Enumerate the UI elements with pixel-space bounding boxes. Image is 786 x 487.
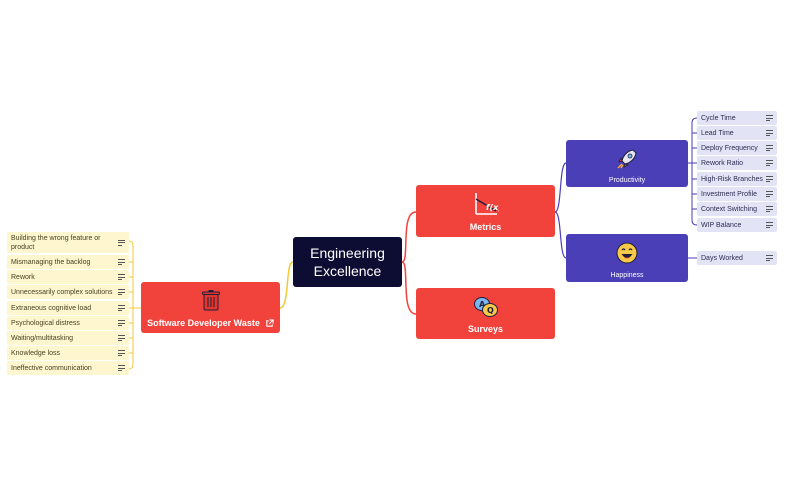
notes-icon (118, 350, 125, 356)
leaf-label: Rework (11, 273, 35, 281)
leaf-label: Building the wrong feature or product (11, 234, 101, 251)
leaf-label: Waiting/multitasking (11, 334, 73, 342)
notes-icon (766, 191, 773, 197)
metrics-label: Metrics (469, 222, 502, 232)
notes-icon (766, 255, 773, 261)
waste-label: Software Developer Waste (147, 318, 260, 328)
leaf-complex-solutions[interactable]: Unnecessarily complex solutions (7, 285, 129, 299)
speech-bubbles-icon: A Q (473, 297, 498, 317)
leaf-label: Unnecessarily complex solutions (11, 288, 113, 296)
notes-icon (118, 365, 125, 371)
link-metrics-happiness (554, 211, 567, 259)
notes-icon (118, 320, 125, 326)
notes-icon (118, 274, 125, 280)
leaf-label: Ineffective communication (11, 364, 92, 372)
chart-icon: f(x) (474, 193, 499, 215)
notes-icon (118, 335, 125, 341)
productivity-label: Productivity (608, 177, 646, 184)
link-metrics-productivity (554, 162, 567, 213)
metrics-node[interactable]: f(x) Metrics (416, 185, 555, 237)
leaf-label: High-Risk Branches (701, 175, 763, 183)
productivity-bracket (691, 117, 698, 226)
leaf-high-risk-branches[interactable]: High-Risk Branches (697, 172, 777, 186)
leaf-mismanaging-backlog[interactable]: Mismanaging the backlog (7, 255, 129, 269)
notes-icon (766, 160, 773, 166)
link-root-metrics (401, 211, 417, 263)
notes-icon (118, 305, 125, 311)
leaf-ineffective-communication[interactable]: Ineffective communication (7, 361, 129, 375)
happiness-label: Happiness (610, 272, 644, 279)
notes-icon (766, 145, 773, 151)
leaf-lead-time[interactable]: Lead Time (697, 126, 777, 140)
surveys-node[interactable]: A Q Surveys (416, 288, 555, 339)
leaf-label: Lead Time (701, 129, 734, 137)
link-root-waste (279, 261, 294, 309)
leaf-context-switching[interactable]: Context Switching (697, 202, 777, 216)
notes-icon (766, 176, 773, 182)
leaf-label: Context Switching (701, 205, 758, 213)
leaf-rework-ratio[interactable]: Rework Ratio (697, 156, 777, 170)
trash-icon (201, 290, 220, 311)
leaf-label: Investment Profile (701, 190, 758, 198)
leaf-building-wrong-feature[interactable]: Building the wrong feature or product (7, 232, 129, 253)
root-title: Engineering Excellence (310, 245, 385, 279)
external-link-icon[interactable] (265, 318, 274, 328)
leaf-label: Psychological distress (11, 319, 80, 327)
leaf-deploy-frequency[interactable]: Deploy Frequency (697, 141, 777, 155)
surveys-label: Surveys (467, 324, 504, 334)
leaf-waiting-multitasking[interactable]: Waiting/multitasking (7, 331, 129, 345)
leaf-cycle-time[interactable]: Cycle Time (697, 111, 777, 125)
leaf-label: Rework Ratio (701, 159, 744, 167)
leaf-knowledge-loss[interactable]: Knowledge loss (7, 346, 129, 360)
notes-icon (766, 206, 773, 212)
notes-icon (766, 222, 773, 228)
notes-icon (766, 130, 773, 136)
leaf-label: Extraneous cognitive load (11, 304, 92, 312)
leaf-label: Knowledge loss (11, 349, 61, 357)
svg-text:f(x): f(x) (486, 203, 499, 212)
notes-icon (118, 239, 125, 246)
notes-icon (118, 289, 125, 295)
leaf-label: Mismanaging the backlog (11, 258, 91, 266)
notes-icon (118, 259, 125, 265)
leaf-label: Days Worked (701, 254, 743, 262)
rocket-icon (617, 149, 637, 169)
svg-text:Q: Q (487, 306, 494, 315)
notes-icon (766, 115, 773, 121)
productivity-node[interactable]: Productivity (566, 140, 688, 187)
link-root-surveys (401, 261, 417, 315)
leaf-wip-balance[interactable]: WIP Balance (697, 218, 777, 232)
waste-bracket (128, 240, 134, 370)
svg-text:A: A (479, 300, 486, 309)
leaf-label: Cycle Time (701, 114, 736, 122)
leaf-psychological-distress[interactable]: Psychological distress (7, 316, 129, 330)
root-node[interactable]: Engineering Excellence (293, 237, 402, 287)
smiley-icon (616, 242, 638, 264)
leaf-label: WIP Balance (701, 221, 742, 229)
leaf-label: Deploy Frequency (701, 144, 758, 152)
happiness-node[interactable]: Happiness (566, 234, 688, 282)
leaf-rework[interactable]: Rework (7, 270, 129, 284)
leaf-days-worked[interactable]: Days Worked (697, 251, 777, 265)
leaf-cognitive-load[interactable]: Extraneous cognitive load (7, 301, 129, 315)
waste-node[interactable]: Software Developer Waste (141, 282, 280, 333)
leaf-investment-profile[interactable]: Investment Profile (697, 187, 777, 201)
